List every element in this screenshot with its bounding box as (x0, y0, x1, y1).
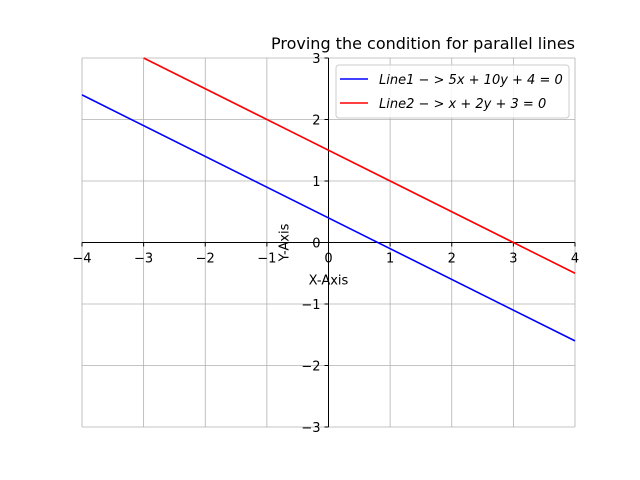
legend: Line1 − > 5x + 10y + 4 = 0 Line2 − > x + … (335, 64, 570, 119)
x-tick-label: 4 (571, 252, 579, 267)
series-lines (81, 57, 576, 342)
x-tick-label: −3 (134, 252, 153, 267)
x-tick-label: 3 (509, 252, 517, 267)
x-tick-label: 1 (386, 252, 394, 267)
y-tick-label: 0 (312, 237, 320, 252)
x-ticks: −4 −3 −2 −1 0 1 2 3 4 (72, 242, 579, 267)
legend-box (335, 64, 570, 119)
series-line-1 (81, 94, 576, 342)
series-line-2 (143, 57, 576, 274)
y-tick-label: −2 (301, 360, 320, 375)
legend-label-1: Line1 − > 5x + 10y + 4 = 0 (379, 73, 563, 88)
y-ticks: −3 −2 −1 0 1 2 3 (301, 52, 329, 436)
chart-title: Proving the condition for parallel lines (271, 34, 575, 53)
x-tick-label: −1 (257, 252, 276, 267)
x-tick-label: −2 (196, 252, 215, 267)
x-tick-label: −4 (72, 252, 91, 267)
x-tick-label: 2 (448, 252, 456, 267)
y-tick-label: −1 (301, 298, 320, 313)
x-tick-label: 0 (324, 252, 332, 267)
x-axis-label: X-Axis (309, 274, 349, 289)
legend-label-2: Line2 − > x + 2y + 3 = 0 (379, 97, 546, 112)
y-axis-label: Y-Axis (278, 223, 293, 262)
y-tick-label: 1 (312, 175, 320, 190)
y-tick-label: 2 (312, 114, 320, 129)
y-tick-label: −3 (301, 421, 320, 436)
y-tick-label: 3 (312, 52, 320, 67)
